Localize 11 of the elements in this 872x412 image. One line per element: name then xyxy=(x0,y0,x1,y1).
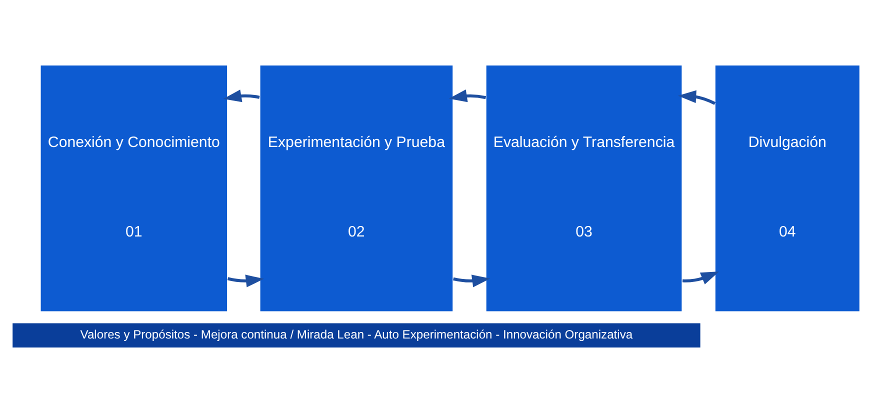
node-box: Experimentación y Prueba 02 xyxy=(259,64,454,312)
arrow xyxy=(448,89,486,102)
node-box: Evaluación y Transferencia 03 xyxy=(485,64,683,312)
arrow xyxy=(678,90,716,104)
arrow xyxy=(227,274,264,287)
node-box: Valores y Propósitos - Mejora continua / Mirada Lean - Auto Experimentación - Innovación Organizativa xyxy=(12,322,702,348)
node-box: Divulgación 04 xyxy=(714,64,860,312)
arrow xyxy=(453,274,490,287)
arrow xyxy=(682,271,720,284)
node-box: Conexión y Conocimiento 01 xyxy=(40,64,228,312)
arrow xyxy=(223,89,260,102)
